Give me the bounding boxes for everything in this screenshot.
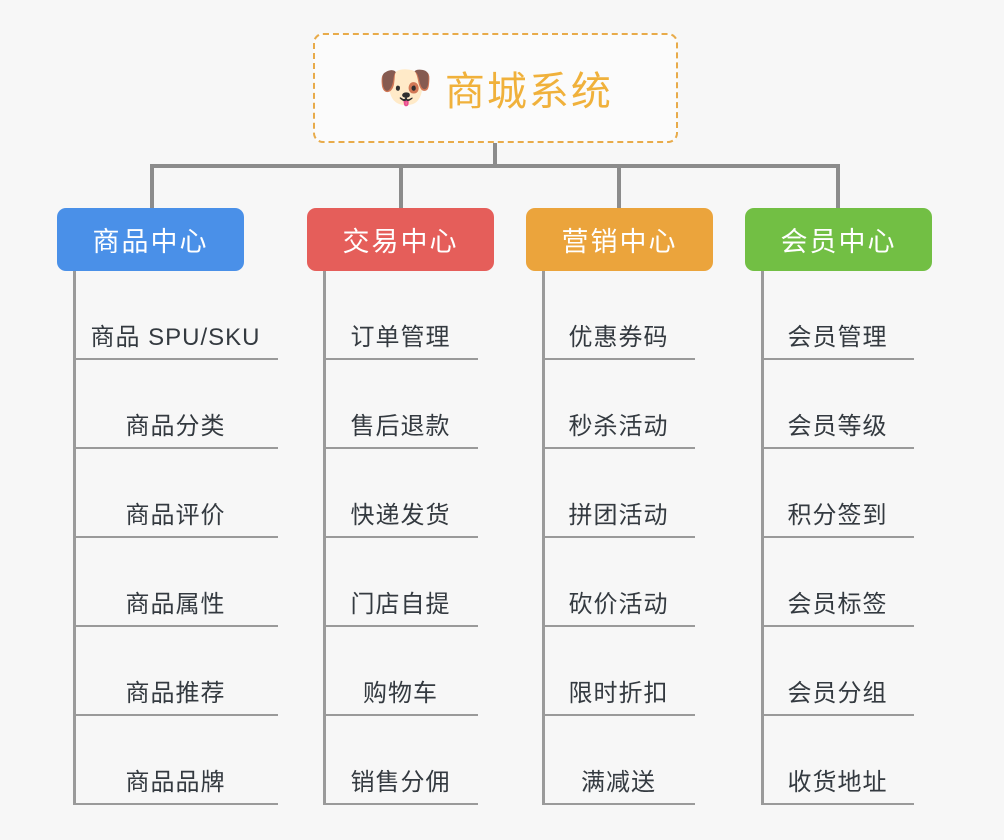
- leaf-item-label: 商品评价: [125, 502, 226, 529]
- connector-drop-2: [399, 164, 403, 210]
- leaf-item-label: 商品品牌: [125, 769, 226, 796]
- leaf-item-label: 售后退款: [350, 413, 451, 440]
- leaf-item-label: 拼团活动: [568, 502, 669, 529]
- leaf-spine: [73, 271, 76, 805]
- leaf-item[interactable]: 拼团活动: [542, 449, 695, 538]
- leaf-item-label: 购物车: [363, 680, 438, 707]
- leaf-item-label: 会员标签: [787, 591, 888, 618]
- leaf-spine: [323, 271, 326, 805]
- category-box-2[interactable]: 交易中心: [307, 208, 494, 271]
- leaf-item-label: 会员分组: [787, 680, 888, 707]
- leaf-column-2: 订单管理售后退款快递发货门店自提购物车销售分佣: [323, 271, 478, 805]
- leaf-spine: [761, 271, 764, 805]
- leaf-item-label: 商品 SPU/SKU: [90, 324, 261, 351]
- leaf-item[interactable]: 会员管理: [761, 271, 914, 360]
- connector-drop-4: [836, 164, 840, 210]
- leaf-item-label: 商品分类: [125, 413, 226, 440]
- leaf-item[interactable]: 商品品牌: [73, 716, 278, 805]
- leaf-item[interactable]: 商品 SPU/SKU: [73, 271, 278, 360]
- root-node[interactable]: 🐶 商城系统: [313, 33, 678, 143]
- leaf-item[interactable]: 优惠券码: [542, 271, 695, 360]
- leaf-item[interactable]: 订单管理: [323, 271, 478, 360]
- leaf-item-label: 快递发货: [350, 502, 451, 529]
- leaf-item[interactable]: 门店自提: [323, 538, 478, 627]
- leaf-item-label: 积分签到: [787, 502, 888, 529]
- category-label: 商品中心: [92, 227, 209, 257]
- leaf-item-label: 会员等级: [787, 413, 888, 440]
- category-box-1[interactable]: 商品中心: [57, 208, 244, 271]
- leaf-item[interactable]: 会员分组: [761, 627, 914, 716]
- leaf-item-label: 满减送: [581, 769, 656, 796]
- category-label: 营销中心: [561, 227, 678, 257]
- leaf-item[interactable]: 会员等级: [761, 360, 914, 449]
- leaf-column-4: 会员管理会员等级积分签到会员标签会员分组收货地址: [761, 271, 914, 805]
- leaf-item[interactable]: 会员标签: [761, 538, 914, 627]
- leaf-item[interactable]: 收货地址: [761, 716, 914, 805]
- leaf-item-label: 门店自提: [350, 591, 451, 618]
- leaf-item[interactable]: 快递发货: [323, 449, 478, 538]
- category-box-4[interactable]: 会员中心: [745, 208, 932, 271]
- category-label: 交易中心: [342, 227, 459, 257]
- leaf-item-label: 销售分佣: [350, 769, 451, 796]
- leaf-item-label: 商品推荐: [125, 680, 226, 707]
- leaf-item[interactable]: 秒杀活动: [542, 360, 695, 449]
- leaf-item[interactable]: 商品属性: [73, 538, 278, 627]
- leaf-column-1: 商品 SPU/SKU 商品分类商品评价商品属性商品推荐商品品牌: [73, 271, 278, 805]
- leaf-column-3: 优惠券码秒杀活动拼团活动砍价活动限时折扣满减送: [542, 271, 695, 805]
- leaf-item[interactable]: 商品评价: [73, 449, 278, 538]
- leaf-spine: [542, 271, 545, 805]
- leaf-item[interactable]: 售后退款: [323, 360, 478, 449]
- leaf-item-label: 订单管理: [350, 324, 451, 351]
- leaf-item-label: 限时折扣: [568, 680, 669, 707]
- connector-drop-1: [150, 164, 154, 210]
- dog-face-icon: 🐶: [378, 63, 433, 112]
- leaf-item-label: 优惠券码: [568, 324, 669, 351]
- leaf-item-label: 会员管理: [787, 324, 888, 351]
- leaf-item[interactable]: 满减送: [542, 716, 695, 805]
- leaf-item-label: 收货地址: [787, 769, 888, 796]
- leaf-item-label: 砍价活动: [568, 591, 669, 618]
- leaf-item[interactable]: 销售分佣: [323, 716, 478, 805]
- leaf-item[interactable]: 砍价活动: [542, 538, 695, 627]
- connector-horizontal-bus: [150, 164, 840, 168]
- category-label: 会员中心: [780, 227, 897, 257]
- root-title: 商城系统: [444, 70, 613, 114]
- leaf-item[interactable]: 购物车: [323, 627, 478, 716]
- connector-drop-3: [617, 164, 621, 210]
- leaf-item[interactable]: 限时折扣: [542, 627, 695, 716]
- leaf-item[interactable]: 商品分类: [73, 360, 278, 449]
- connector-root-stem: [493, 143, 497, 168]
- leaf-item[interactable]: 积分签到: [761, 449, 914, 538]
- leaf-item-label: 商品属性: [125, 591, 226, 618]
- category-box-3[interactable]: 营销中心: [526, 208, 713, 271]
- leaf-item[interactable]: 商品推荐: [73, 627, 278, 716]
- leaf-item-label: 秒杀活动: [568, 413, 669, 440]
